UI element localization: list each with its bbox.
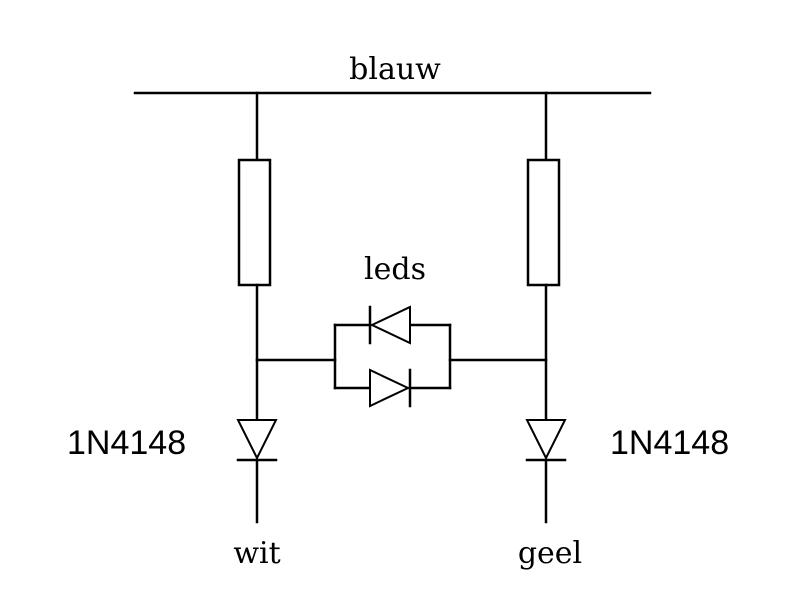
- left-diode-icon: [236, 419, 278, 461]
- left-terminal-label: wit: [233, 536, 280, 571]
- upper-led-icon: [369, 305, 411, 345]
- led-pair: [333, 305, 452, 408]
- right-diode-label: 1N4148: [610, 424, 729, 462]
- left-resistor: [237, 158, 272, 287]
- top-rail-label: blauw: [349, 52, 441, 87]
- left-diode-label: 1N4148: [67, 424, 186, 462]
- lower-led-icon: [369, 368, 411, 408]
- leds-label: leds: [364, 252, 426, 287]
- right-resistor: [526, 158, 561, 287]
- right-terminal-label: geel: [518, 536, 582, 571]
- right-diode-icon: [525, 419, 567, 461]
